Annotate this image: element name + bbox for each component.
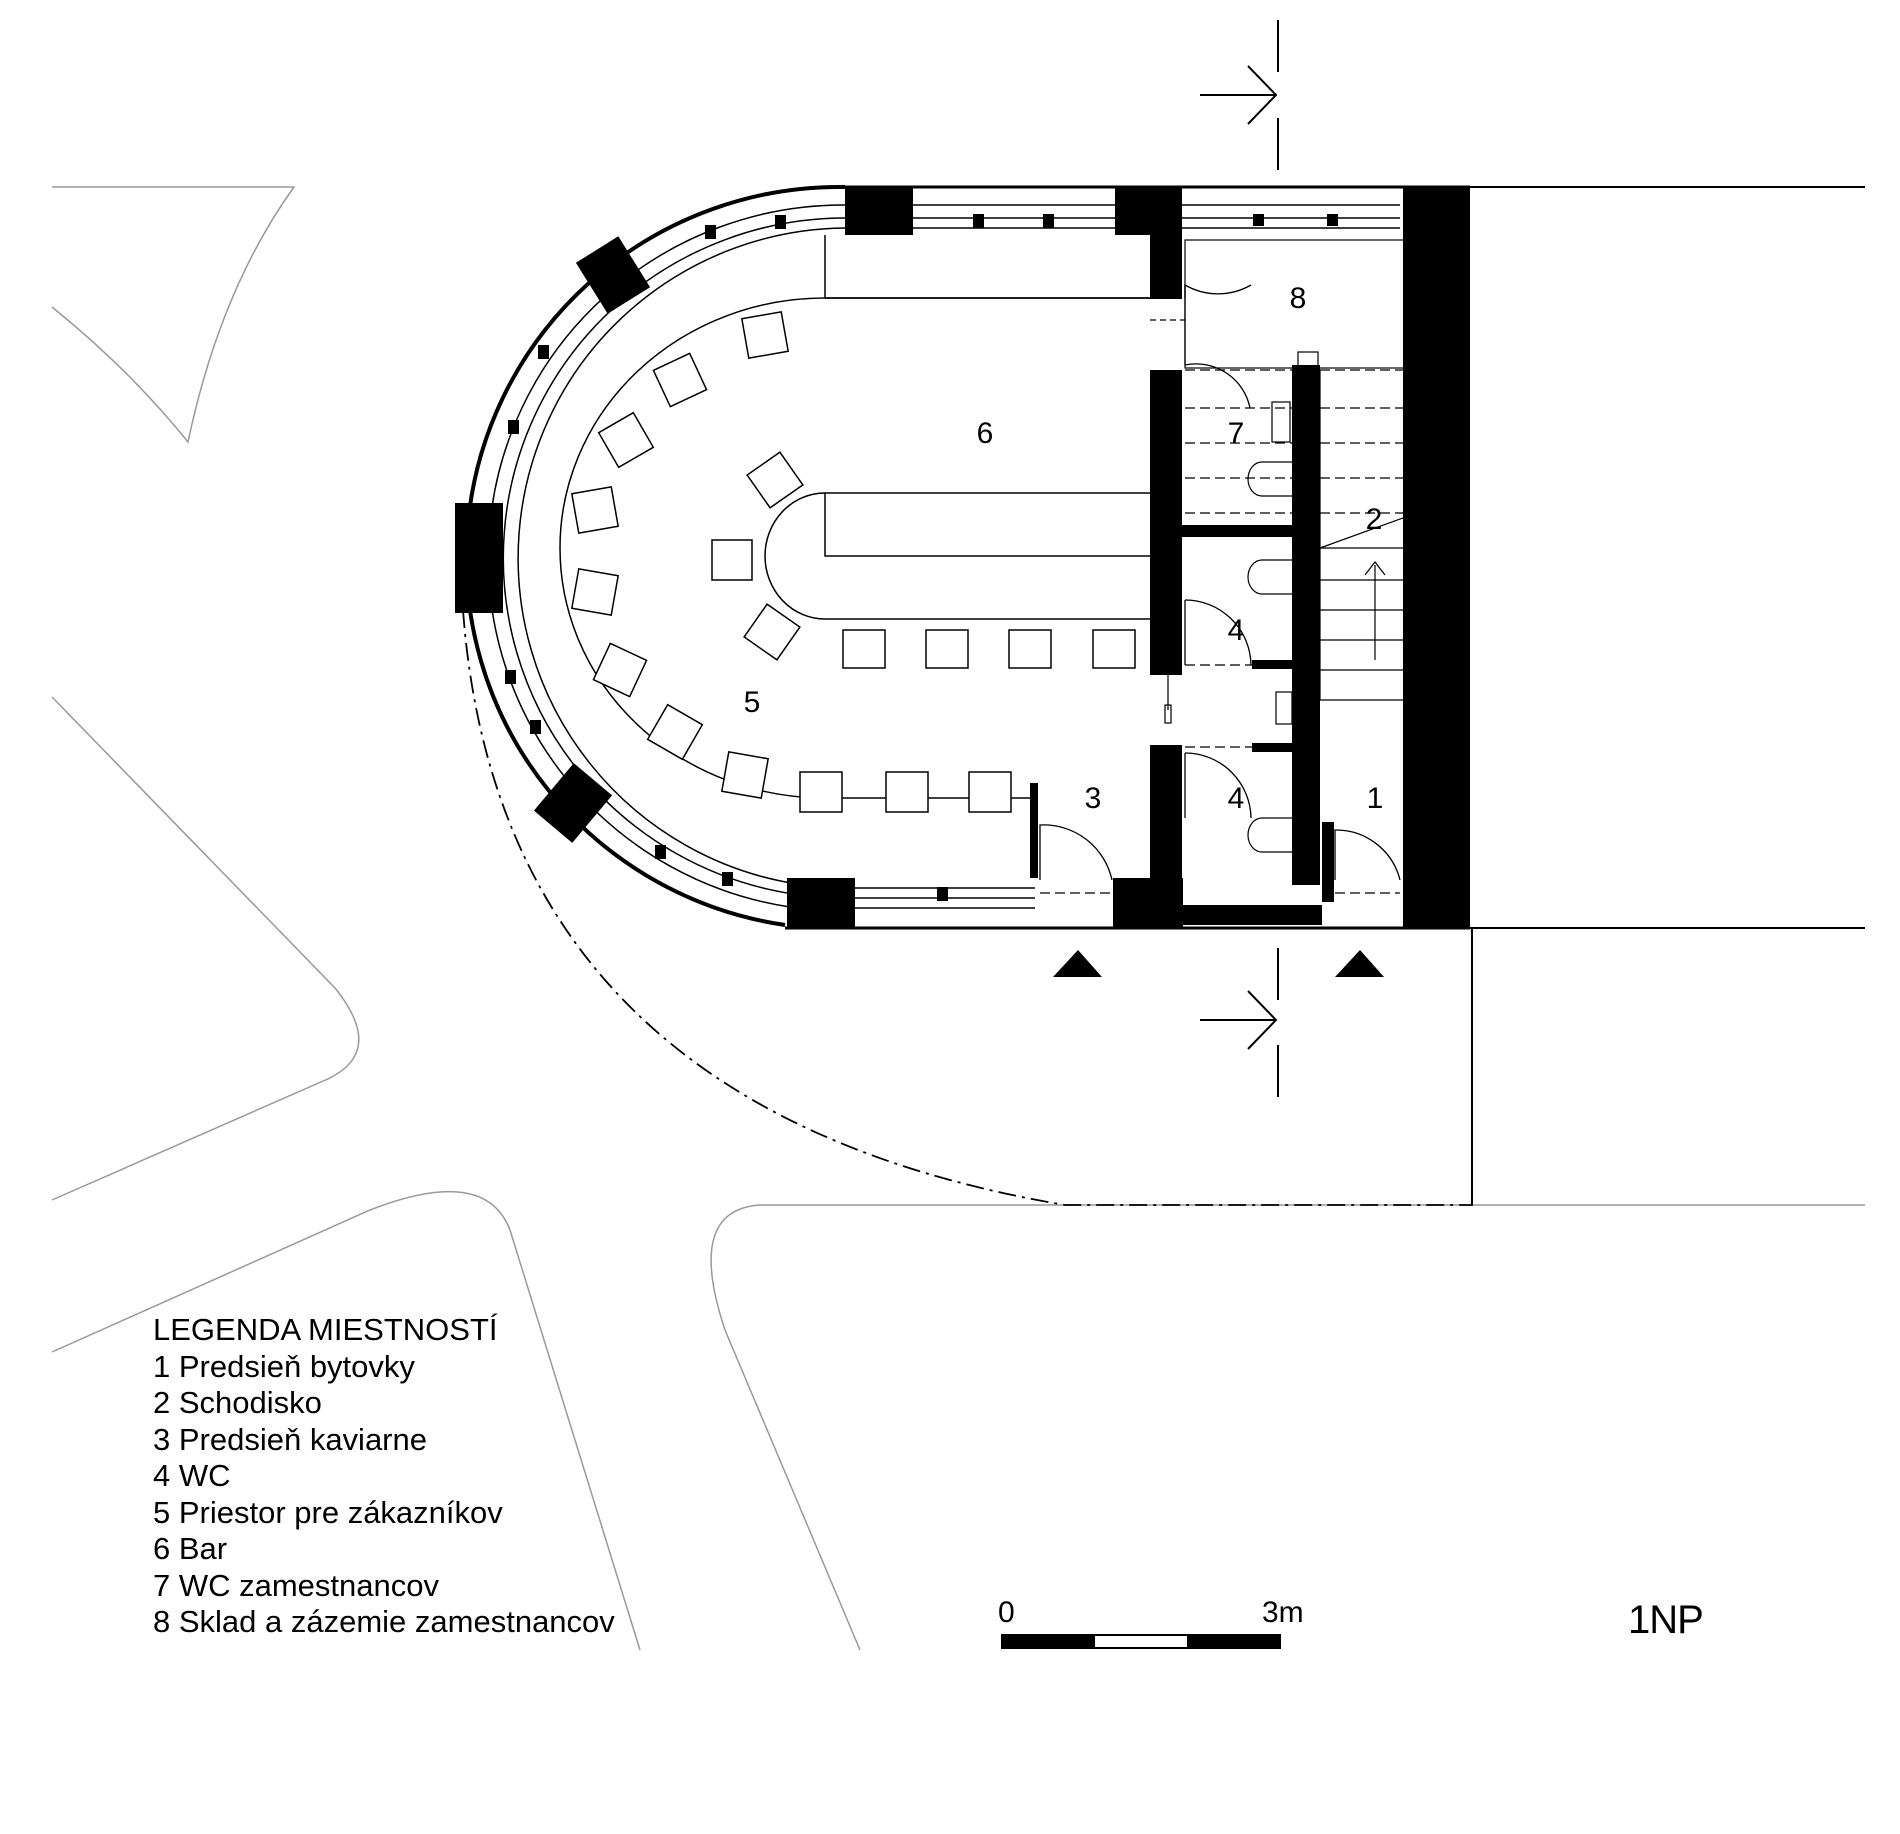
room-label-5: 5 — [744, 686, 761, 719]
legend-item: 6 Bar — [153, 1531, 228, 1566]
scale-bar — [1001, 1634, 1281, 1649]
legend-item: 5 Priestor pre zákazníkov — [153, 1494, 503, 1530]
street-lines — [51, 186, 1865, 1651]
sheet-label: 1NP — [1628, 1598, 1704, 1642]
entrance-triangles — [1053, 950, 1384, 977]
walls — [455, 187, 1470, 928]
scale-end-label: 3m — [1262, 1596, 1304, 1629]
room-label-4b: 4 — [1228, 782, 1245, 815]
room-label-1: 1 — [1367, 782, 1384, 815]
doors — [1039, 283, 1401, 894]
context-lines — [1470, 186, 1865, 1205]
legend-item: 8 Sklad a zázemie zamestnancov — [153, 1604, 615, 1639]
canopy-outline — [462, 609, 1473, 1206]
room-legend: LEGENDA MIESTNOSTÍ 1 Predsieň bytovky 2 … — [153, 1312, 615, 1641]
section-markers — [1200, 20, 1279, 1097]
stools — [570, 310, 1136, 813]
legend-item: 3 Predsieň kaviarne — [153, 1421, 427, 1457]
legend-item: 2 Schodisko — [153, 1385, 322, 1420]
legend-item: 4 WC — [153, 1458, 231, 1493]
room-label-4a: 4 — [1228, 614, 1245, 647]
scale-start-label: 0 — [998, 1596, 1015, 1629]
room-label-7: 7 — [1228, 417, 1245, 450]
legend-item: 1 Predsieň bytovky — [153, 1348, 415, 1384]
legend-title: LEGENDA MIESTNOSTÍ — [153, 1312, 498, 1347]
room-label-8: 8 — [1290, 282, 1307, 315]
curved-facade — [464, 184, 846, 927]
legend-item: 7 WC zamestnancov — [153, 1567, 439, 1603]
room-label-2: 2 — [1366, 503, 1383, 536]
room-label-6: 6 — [977, 417, 994, 450]
room-label-3: 3 — [1085, 782, 1102, 815]
room-labels: 8 6 7 2 4 5 3 4 1 — [744, 282, 1384, 815]
bar-counter — [559, 235, 1150, 799]
service-interior — [1164, 239, 1428, 866]
